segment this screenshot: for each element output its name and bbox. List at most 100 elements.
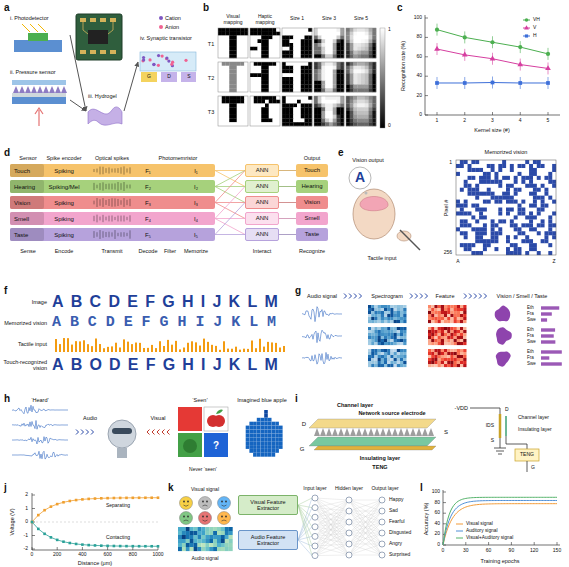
spectrogram-cell [368, 305, 371, 308]
tick [425, 18, 428, 19]
pixel [308, 104, 312, 108]
pixel [241, 77, 245, 81]
pixel [361, 54, 365, 58]
tactile-bar [87, 344, 89, 352]
pixel [229, 47, 233, 51]
pixel [337, 81, 341, 85]
memory-pixel [471, 243, 475, 247]
pixel [261, 88, 265, 92]
pixel [333, 43, 337, 47]
apple-pixel [257, 449, 261, 453]
feature-cell [434, 339, 437, 342]
pixel [269, 85, 273, 89]
feature-cell [460, 349, 463, 352]
pixel [276, 28, 280, 32]
pixel [325, 104, 329, 108]
spectrogram-cell [390, 320, 393, 323]
pixel [250, 85, 254, 89]
feature-cell [460, 342, 463, 345]
memory-pixel [479, 211, 483, 215]
data-marker [490, 40, 494, 44]
pixel [297, 32, 301, 36]
cell-frame [282, 28, 312, 58]
spectrogram-cell [394, 320, 397, 323]
apple-pixel [253, 426, 257, 430]
pixel [357, 115, 361, 119]
chevron [349, 294, 352, 299]
pixel [318, 43, 322, 47]
spectrogram-cell [400, 349, 403, 352]
apple-pixel [272, 441, 276, 445]
pixel [244, 77, 248, 81]
pixel [365, 119, 369, 123]
spectrogram-cell [403, 342, 406, 345]
chevron [91, 430, 94, 435]
pixel [229, 115, 233, 119]
source-spike [374, 428, 380, 436]
pixel [269, 107, 273, 111]
pixel [276, 36, 280, 40]
board-pad [110, 50, 116, 54]
feature-cell [460, 333, 463, 336]
feature-cell [428, 336, 431, 339]
memory-pixel [487, 180, 491, 184]
pixel [254, 81, 258, 85]
spectrogram-cell [390, 361, 393, 364]
memory-pixel [514, 215, 518, 219]
pixel [265, 85, 269, 89]
pixel [346, 119, 350, 123]
pixel [318, 77, 322, 81]
apple-pixel [261, 430, 265, 434]
pixel [276, 54, 280, 58]
pixel [337, 111, 341, 115]
pixel [346, 36, 350, 40]
pixel [369, 122, 373, 126]
pixel [286, 51, 290, 55]
feature-cell [438, 327, 441, 330]
spectrogram-cell [368, 349, 371, 352]
pixel [354, 115, 358, 119]
pixel [297, 119, 301, 123]
pixel [233, 115, 237, 119]
memory-pixel [475, 231, 479, 235]
pixel [229, 119, 233, 123]
spectrogram-cell [381, 317, 384, 320]
memory-pixel [529, 247, 533, 251]
feature-cell [428, 352, 431, 355]
pixel [258, 43, 262, 47]
spectrogram-cell [384, 364, 387, 367]
class-bar [541, 334, 554, 337]
pixel [293, 28, 297, 32]
feature-cell [447, 305, 450, 308]
class-bar [541, 350, 562, 353]
pixel [333, 70, 337, 74]
pixel [282, 100, 286, 104]
pixel [286, 28, 290, 32]
pixel [237, 36, 241, 40]
feature-cell [434, 305, 437, 308]
memory-pixel [533, 247, 537, 251]
pixel [265, 62, 269, 66]
pixel [337, 77, 341, 81]
feature-cell [454, 333, 457, 336]
pixel [218, 28, 222, 32]
apple-pixel [246, 445, 250, 449]
feature-cell [438, 308, 441, 311]
pixel [269, 73, 273, 77]
pixel [218, 119, 222, 123]
pixel [372, 122, 376, 126]
data-marker [463, 35, 467, 39]
spectrogram-cell [381, 327, 384, 330]
memory-pixel [468, 168, 472, 172]
apple-pixel [261, 426, 265, 430]
pixel [365, 122, 369, 126]
pixel [293, 85, 297, 89]
pixel [218, 77, 222, 81]
spectrogram-cell [394, 305, 397, 308]
pixel [372, 107, 376, 111]
pixel [265, 77, 269, 81]
source-spike [362, 428, 368, 436]
apple-pixel [272, 426, 276, 430]
spectrogram-cell [381, 330, 384, 333]
pixel [350, 32, 354, 36]
